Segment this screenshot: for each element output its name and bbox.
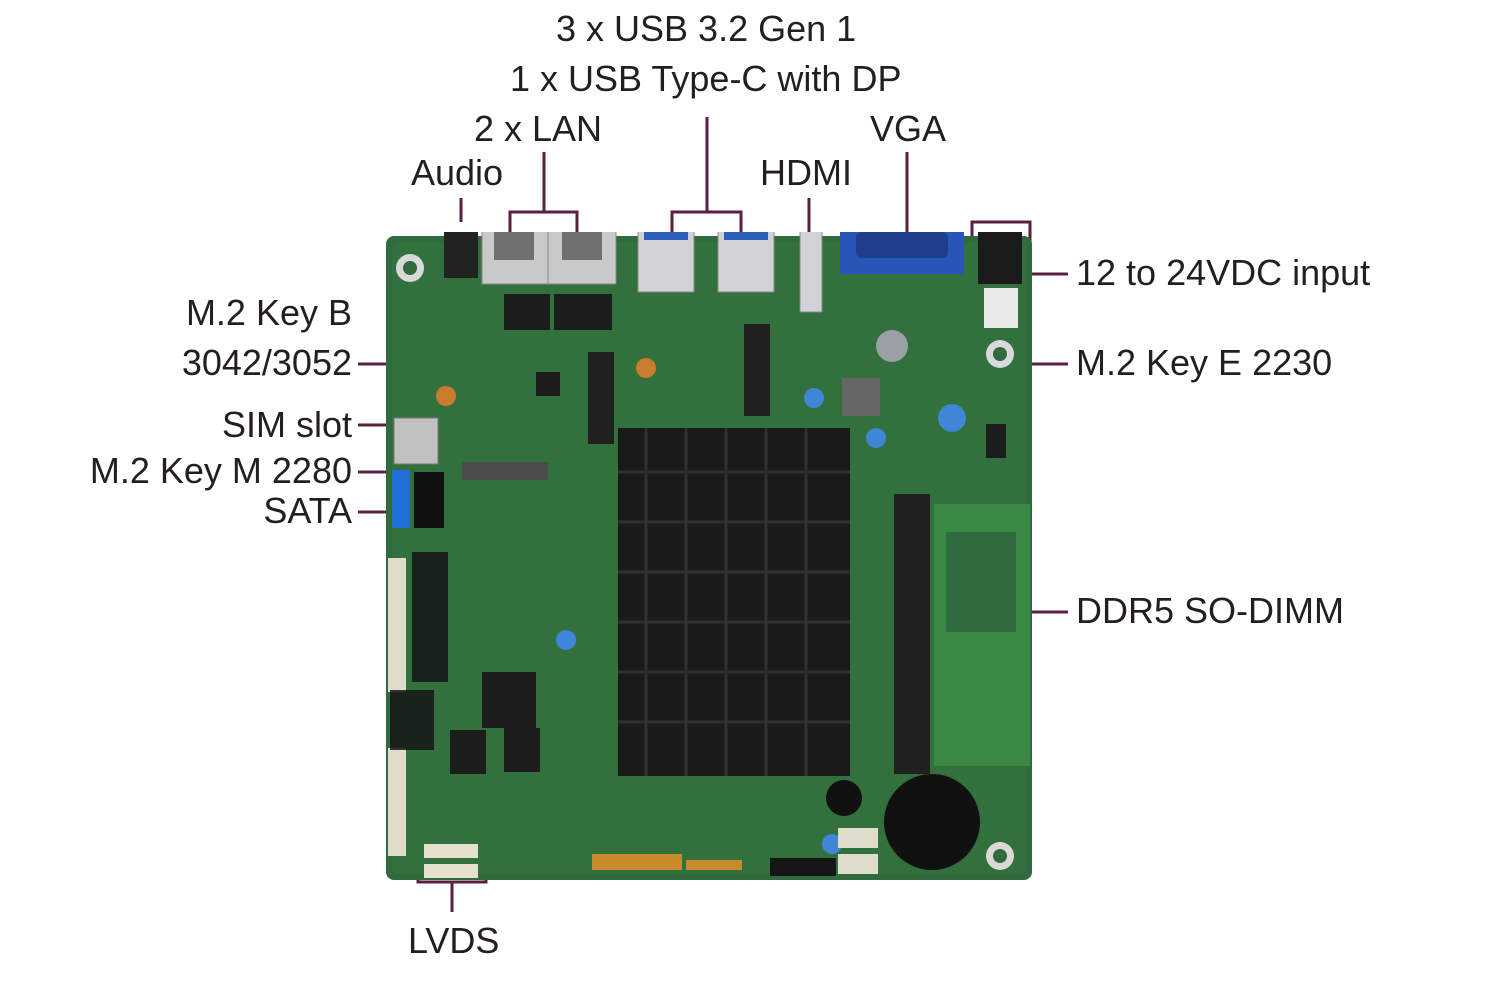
lvds-label: LVDS — [408, 920, 500, 961]
lan-label: 2 x LAN — [474, 108, 603, 149]
sata-label: SATA — [263, 490, 352, 531]
m2-key-e-label: M.2 Key E 2230 — [1076, 342, 1333, 383]
usb-3-2-label: 3 x USB 3.2 Gen 1 — [556, 8, 857, 49]
dc-input-label: 12 to 24VDC input — [1076, 252, 1371, 293]
m2-key-b-size-label: 3042/3052 — [181, 342, 352, 383]
lan-bracket — [508, 210, 579, 238]
sim-slot-label: SIM slot — [221, 404, 352, 445]
m2-key-b-label: M.2 Key B — [185, 292, 352, 333]
audio-label: Audio — [411, 152, 504, 193]
hdmi-label: HDMI — [760, 152, 852, 193]
motherboard-image — [386, 219, 1032, 880]
ddr5-label: DDR5 SO-DIMM — [1076, 590, 1344, 631]
usb-type-c-label: 1 x USB Type-C with DP — [510, 58, 902, 99]
usb-bracket — [670, 210, 743, 238]
m2-key-m-label: M.2 Key M 2280 — [89, 450, 352, 491]
vga-label: VGA — [870, 108, 947, 149]
